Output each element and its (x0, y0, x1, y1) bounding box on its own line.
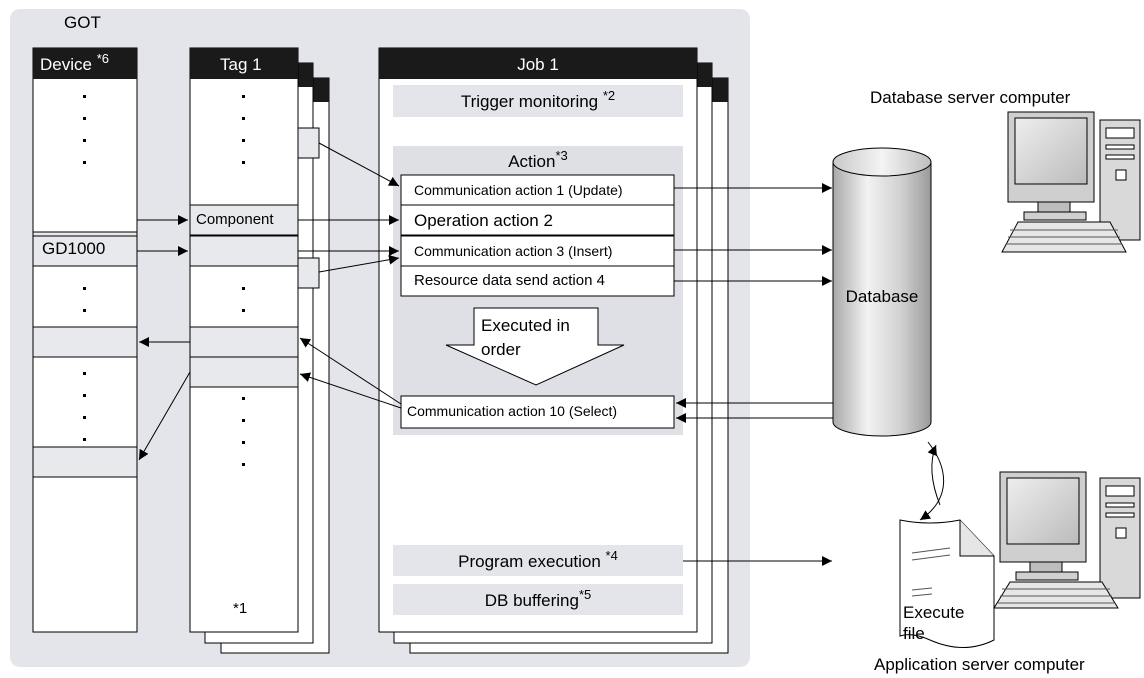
action-title: Action*3 (393, 149, 683, 171)
tag-cell-read-2 (189, 356, 299, 388)
tag-header-label: Tag 1 (220, 55, 262, 74)
trigger-label: Trigger monitoring *2 (393, 89, 683, 111)
executed-line2: order (481, 340, 521, 359)
tag-cell-read-1 (189, 326, 299, 358)
executed-line1: Executed in (481, 316, 570, 335)
buffering-box (393, 584, 683, 615)
database-server-label: Database server computer (870, 88, 1071, 107)
application-computer-icon (993, 471, 1141, 609)
component-label: Component (196, 211, 274, 228)
device-column (32, 47, 138, 633)
database-cylinder-icon (832, 147, 932, 437)
action-1-label: Communication action 1 (Update) (414, 182, 623, 198)
trigger-note: *2 (602, 88, 616, 103)
tag-dots-mid (242, 287, 245, 312)
arrows-db (674, 183, 945, 566)
got-label: GOT (64, 13, 101, 32)
action-row-select (400, 395, 675, 429)
job-header-label: Job 1 (517, 55, 559, 74)
job-header (379, 48, 697, 79)
device-cell-fourth (32, 446, 138, 478)
device-dots-mid (83, 287, 86, 312)
tag-column (189, 47, 330, 654)
program-label: Program execution *4 (393, 549, 683, 571)
action-row-1 (400, 174, 675, 206)
action-row-3 (400, 235, 675, 267)
action-2-label: Operation action 2 (414, 211, 553, 230)
device-header (33, 48, 137, 79)
device-header-label: Device *6 (40, 52, 109, 74)
buffering-label: DB buffering*5 (393, 588, 683, 610)
gd1000-label: GD1000 (42, 239, 106, 258)
action-title-note: *3 (555, 148, 568, 163)
device-cell-insert-src (32, 235, 138, 267)
database-computer-icon (1001, 111, 1141, 253)
application-server-label: Application server computer (874, 655, 1085, 674)
execute-file-line2: file (903, 624, 925, 643)
trigger-text: Trigger monitoring (460, 92, 603, 111)
buffering-note: *5 (578, 587, 592, 602)
device-dots-top (83, 95, 87, 164)
executed-in-order-arrow (445, 307, 625, 386)
database-label: Database (845, 287, 919, 306)
tag-cell-insert (189, 235, 299, 267)
action-select-label: Communication action 10 (Select) (407, 403, 618, 419)
device-cell-third (32, 326, 138, 358)
tag-dots-low (242, 397, 245, 466)
device-dots-low (83, 372, 86, 441)
tag-dots-top (242, 95, 245, 164)
job-column (378, 47, 729, 654)
buffering-text: DB buffering (484, 591, 579, 610)
program-box (393, 545, 683, 576)
tag-header (190, 48, 298, 79)
program-text: Program execution (458, 552, 606, 571)
execute-file-line1: Execute (903, 603, 965, 622)
arrows-got (137, 142, 402, 461)
action-title-text: Action (508, 152, 556, 171)
action-4-label: Resource data send action 4 (414, 272, 605, 289)
trigger-box (393, 85, 683, 117)
action-row-4 (400, 265, 675, 297)
device-header-note: *6 (96, 51, 109, 66)
execute-file-icon (899, 519, 995, 648)
tag-footnote: *1 (233, 600, 248, 617)
action-row-2 (400, 204, 675, 236)
program-note: *4 (605, 548, 618, 563)
device-header-text: Device (40, 55, 97, 74)
action-3-label: Communication action 3 (Insert) (414, 243, 613, 259)
